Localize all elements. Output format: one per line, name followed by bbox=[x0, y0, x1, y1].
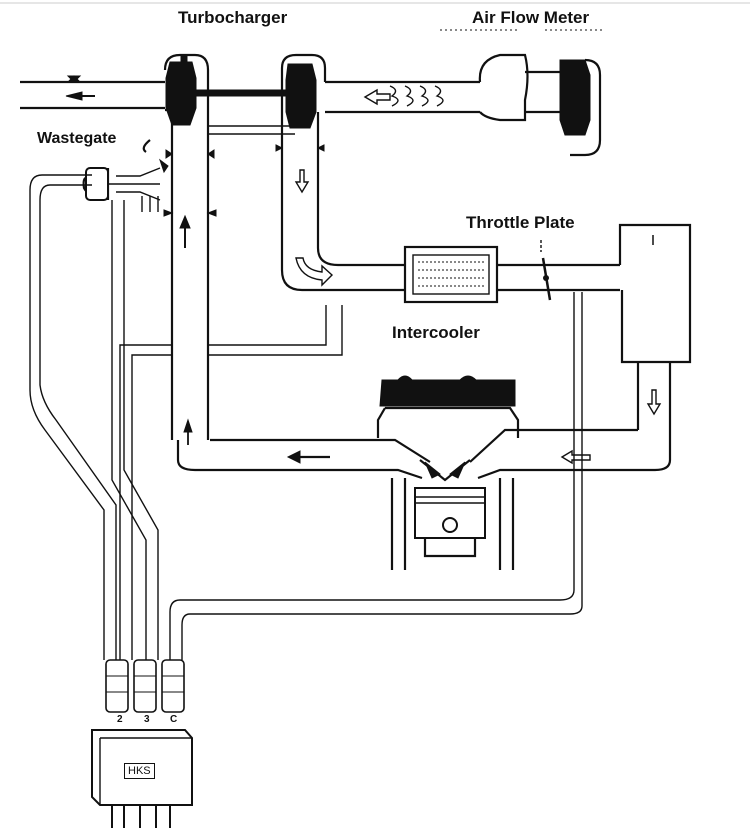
intake-arrow-icon bbox=[363, 88, 391, 106]
piston-icon bbox=[414, 487, 486, 558]
exhaust-up-arrow-icon bbox=[179, 214, 191, 229]
intake-pipe bbox=[325, 80, 480, 114]
compressor-housing bbox=[280, 53, 327, 129]
air-flow-meter bbox=[440, 29, 605, 157]
compressor-wheel-icon bbox=[285, 63, 317, 129]
exhaust-arrow-icon bbox=[65, 91, 83, 101]
exhaust-runner bbox=[176, 438, 431, 480]
turbine-wheel-icon bbox=[165, 61, 197, 126]
compressor-outlet-pipe bbox=[275, 112, 405, 292]
intake-plenum bbox=[618, 223, 692, 460]
engine-cylinder-icon bbox=[376, 375, 520, 570]
throttle-body bbox=[497, 240, 620, 301]
intake-charge-arrow-icon bbox=[560, 449, 591, 465]
wastegate bbox=[82, 139, 169, 212]
intake-runner bbox=[469, 428, 672, 480]
label-air-flow-meter: Air Flow Meter bbox=[472, 8, 590, 27]
boost-arrow-icon bbox=[294, 169, 310, 194]
turbine-housing bbox=[163, 53, 210, 128]
controller-port-3: 3 bbox=[144, 714, 150, 725]
controller-fittings bbox=[105, 659, 185, 713]
label-intercooler: Intercooler bbox=[392, 323, 480, 342]
intercooler-core-icon bbox=[403, 245, 499, 304]
controller-port-2: 2 bbox=[117, 714, 123, 725]
exhaust-flow-arrow-icon bbox=[286, 450, 301, 464]
airflow-meter-icon bbox=[559, 59, 591, 136]
exhaust-manifold bbox=[163, 128, 217, 445]
controller-port-c: C bbox=[170, 714, 178, 725]
label-throttle-plate: Throttle Plate bbox=[466, 213, 575, 232]
label-wastegate: Wastegate bbox=[37, 130, 117, 147]
controller-brand-label: HKS bbox=[124, 763, 155, 779]
intercooler bbox=[403, 245, 499, 304]
boost-controller bbox=[91, 729, 193, 828]
boost-signal-lines bbox=[29, 174, 583, 660]
label-turbocharger: Turbocharger bbox=[178, 8, 288, 27]
exhaust-outlet-pipe bbox=[20, 75, 165, 110]
cam-cover bbox=[379, 375, 516, 407]
